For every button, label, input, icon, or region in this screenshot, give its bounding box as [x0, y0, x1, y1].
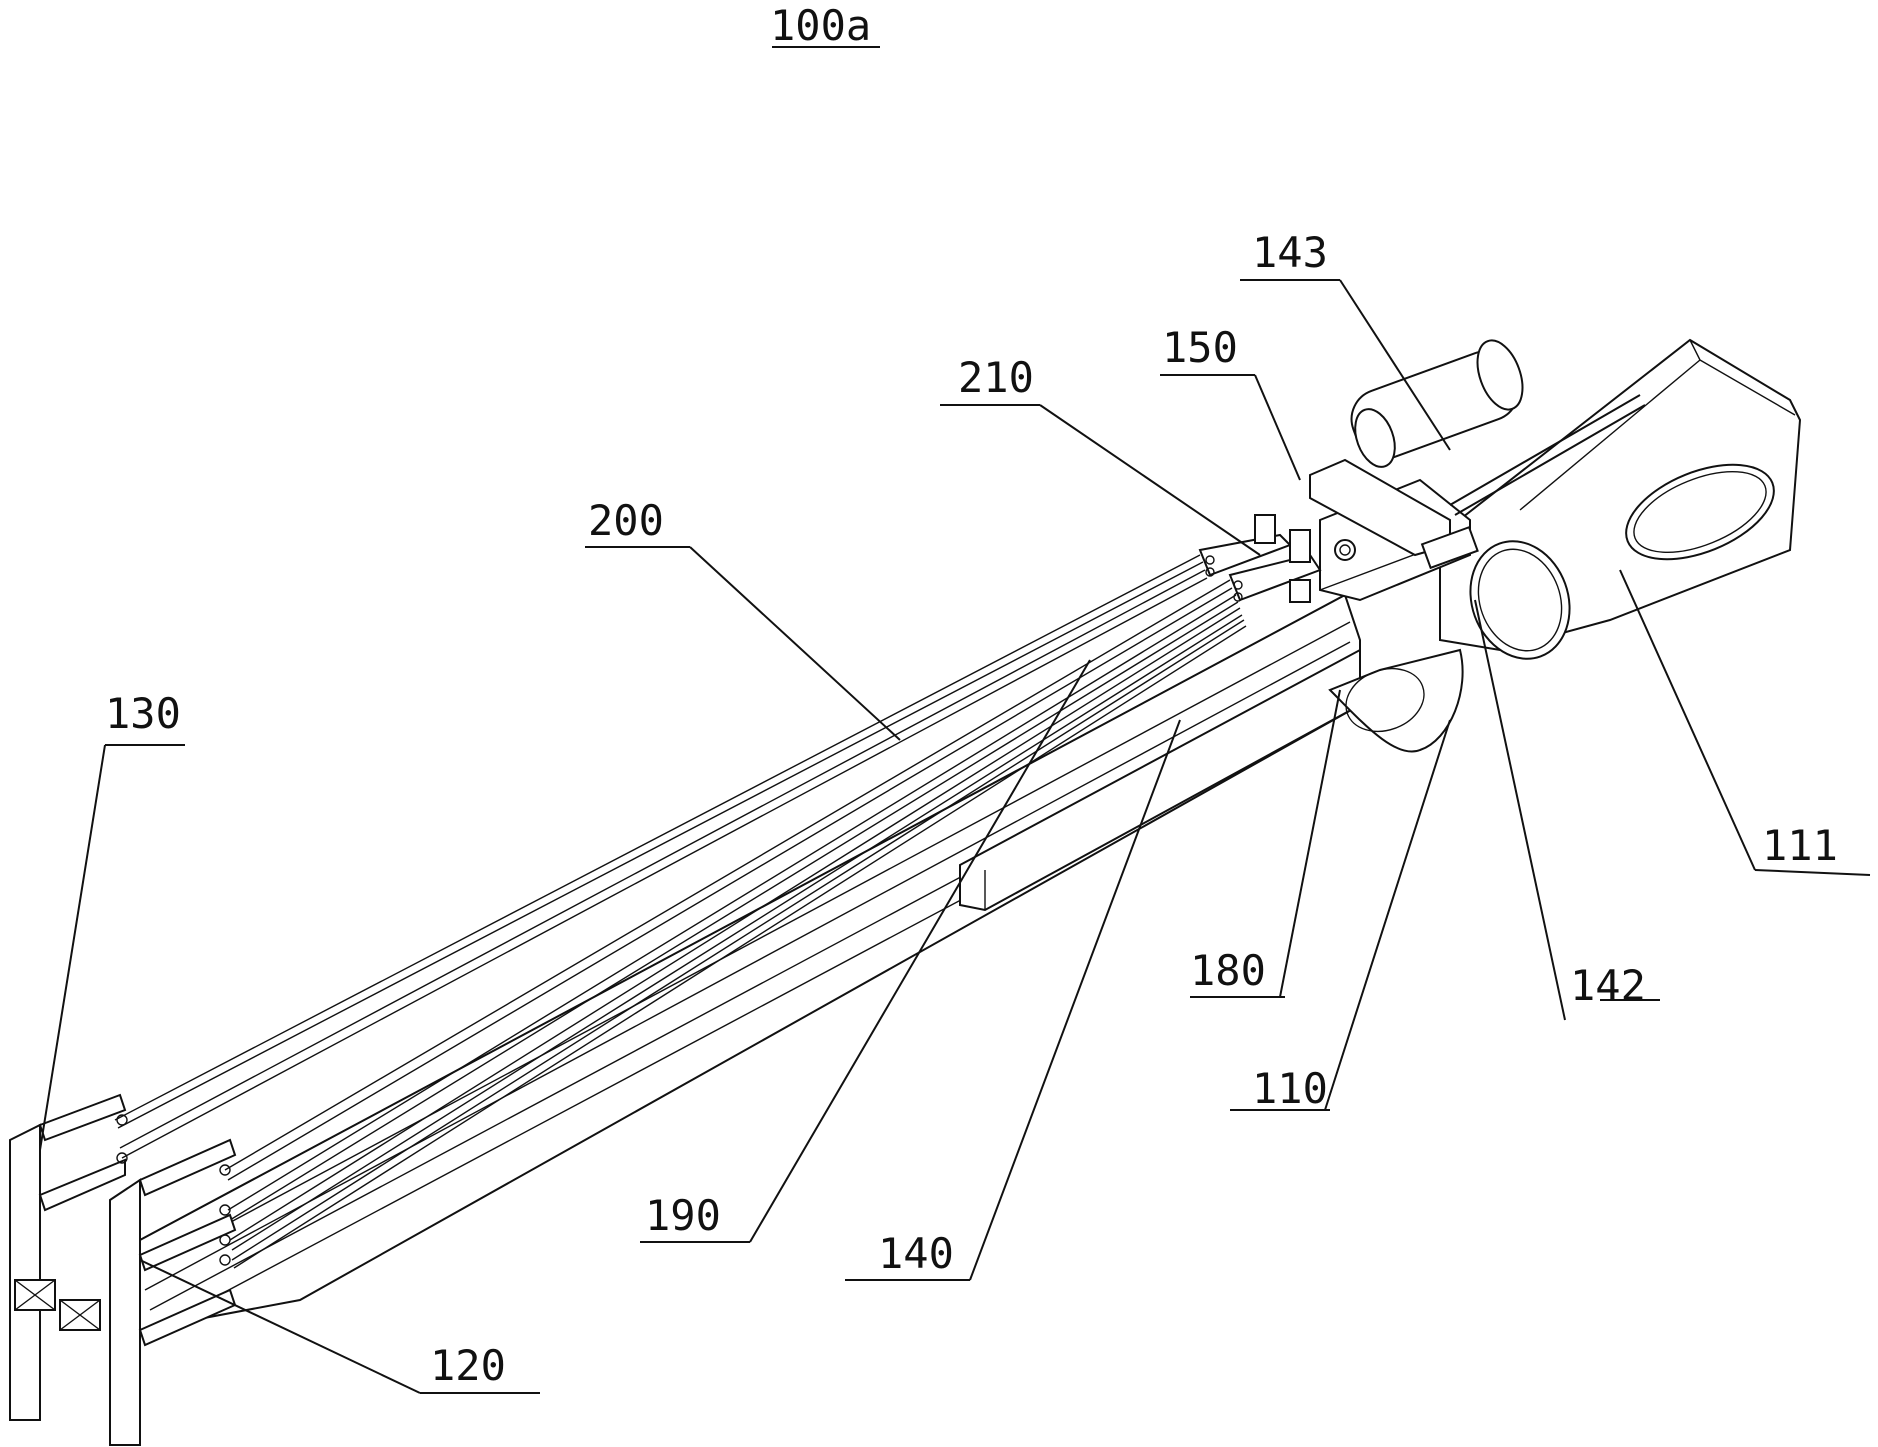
- label-111: 111: [1762, 821, 1838, 870]
- label-150: 150: [1162, 323, 1238, 372]
- label-190: 190: [645, 1191, 721, 1240]
- label-142: 142: [1570, 961, 1646, 1010]
- label-120: 120: [430, 1341, 506, 1390]
- mount-150: [1309, 458, 1479, 602]
- figure-title: 100a: [770, 1, 871, 50]
- label-110: 110: [1252, 1064, 1328, 1113]
- clamps-210: [1198, 514, 1322, 603]
- label-200: 200: [588, 496, 664, 545]
- label-143: 143: [1252, 228, 1328, 277]
- label-210: 210: [958, 353, 1034, 402]
- front-frames: [9, 1093, 237, 1446]
- barrel-rail-140: [139, 593, 1361, 1332]
- scope-143: [1350, 339, 1646, 516]
- label-140: 140: [878, 1229, 954, 1278]
- bands-200-190: [114, 554, 1247, 1269]
- label-130: 130: [105, 689, 181, 738]
- leader-lines: [39, 279, 1871, 1394]
- stock-111: [1328, 338, 1802, 753]
- label-180: 180: [1190, 946, 1266, 995]
